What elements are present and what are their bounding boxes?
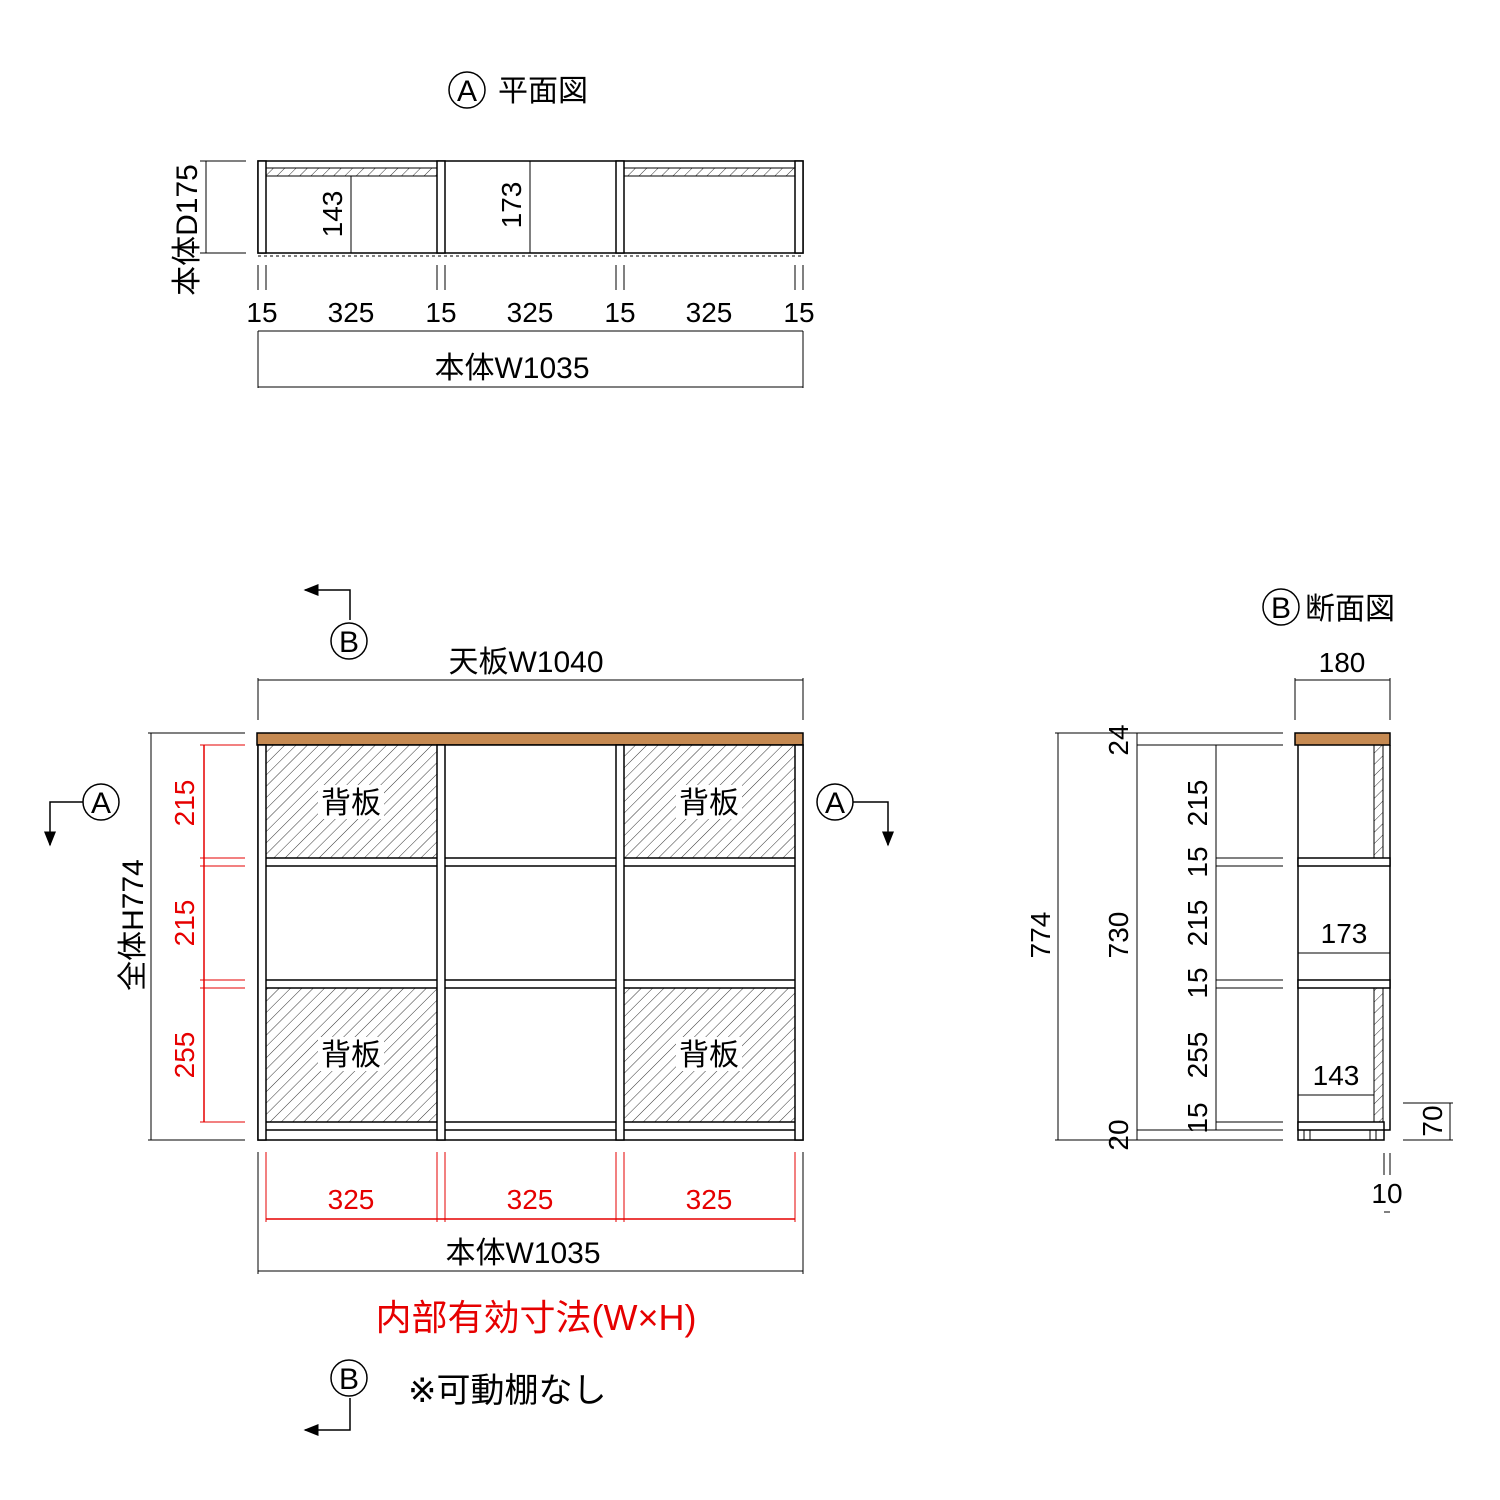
- section-part: 15: [1182, 846, 1213, 877]
- plan-marker: A: [457, 75, 477, 108]
- section-total: 774: [1025, 912, 1056, 959]
- section-depth-open: 173: [1321, 918, 1368, 949]
- marker-circle-a: [448, 71, 486, 109]
- back-panel-label: 背板: [679, 1039, 739, 1072]
- plan-marker: A: [91, 787, 111, 820]
- inner-dims-caption: 内部有効寸法(W×H): [376, 1297, 697, 1338]
- section-part: 15: [1182, 1102, 1213, 1133]
- plan-width: 325: [686, 297, 733, 328]
- inner-height: 215: [169, 780, 200, 827]
- inner-width: 325: [507, 1184, 554, 1215]
- plan-title: 平面図: [498, 75, 588, 108]
- section-depth-back: 143: [1313, 1060, 1360, 1091]
- inner-height: 215: [169, 900, 200, 947]
- section-plinth: 70: [1417, 1105, 1448, 1136]
- note: ※可動棚なし: [408, 1372, 607, 1410]
- plan-depth-back: 143: [317, 191, 348, 238]
- top-board: [256, 732, 804, 746]
- back-panel-label: 背板: [321, 787, 381, 820]
- back-panel-label: 背板: [679, 787, 739, 820]
- section-top: 24: [1103, 724, 1134, 755]
- section-part: 215: [1182, 780, 1213, 827]
- plan-marker: A: [825, 787, 845, 820]
- section-depth: 180: [1319, 647, 1366, 678]
- plan-depth-label: 本体D175: [171, 164, 204, 296]
- plan-depth-open: 173: [496, 182, 527, 229]
- body-width-label: 本体W1035: [445, 1237, 600, 1270]
- plan-width-label: 本体W1035: [434, 352, 589, 385]
- section-body: 730: [1103, 912, 1134, 959]
- section-title: 断面図: [1305, 593, 1395, 626]
- section-bottom: 20: [1103, 1119, 1134, 1150]
- section-marker: B: [339, 1363, 359, 1396]
- section-setback: 10: [1371, 1178, 1402, 1209]
- section-part: 15: [1182, 967, 1213, 998]
- plan-width: 15: [246, 297, 277, 328]
- plan-width: 15: [783, 297, 814, 328]
- plan-width: 15: [425, 297, 456, 328]
- section-view: B 断面図 180 173 143 774 730 24 20 215 15 2…: [1025, 588, 1453, 1213]
- plan-width: 15: [604, 297, 635, 328]
- inner-width: 325: [328, 1184, 375, 1215]
- back-panel-label: 背板: [321, 1039, 381, 1072]
- top-width-label: 天板W1040: [448, 646, 603, 679]
- inner-height: 255: [169, 1032, 200, 1079]
- plan-width: 325: [507, 297, 554, 328]
- plan-view: A 平面図 143 173 本体D175 15 325 15 325 15 32…: [171, 71, 815, 388]
- total-height-label: 全体H774: [117, 859, 150, 991]
- front-view: 天板W1040 背板 背板 背板 背板 全体H774 215 215 255 3…: [44, 584, 894, 1436]
- section-marker: B: [1271, 592, 1291, 625]
- plan-width: 325: [328, 297, 375, 328]
- section-marker: B: [339, 626, 359, 659]
- section-part: 215: [1182, 900, 1213, 947]
- inner-width: 325: [686, 1184, 733, 1215]
- section-part: 255: [1182, 1032, 1213, 1079]
